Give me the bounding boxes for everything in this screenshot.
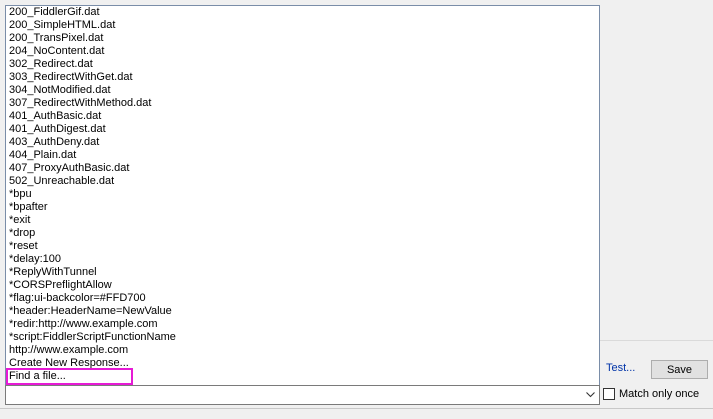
match-only-once-label: Match only once	[619, 388, 700, 400]
dropdown-option[interactable]: *header:HeaderName=NewValue	[9, 305, 172, 317]
dropdown-option[interactable]: *script:FiddlerScriptFunctionName	[9, 331, 176, 343]
dropdown-option[interactable]: 307_RedirectWithMethod.dat	[9, 97, 152, 109]
dropdown-option[interactable]: *delay:100	[9, 253, 61, 265]
match-only-once-checkbox[interactable]	[603, 388, 615, 400]
dropdown-option[interactable]: 200_FiddlerGif.dat	[9, 6, 100, 18]
dropdown-option[interactable]: 200_SimpleHTML.dat	[9, 19, 116, 31]
dropdown-option[interactable]: 204_NoContent.dat	[9, 45, 105, 57]
dropdown-option[interactable]: 407_ProxyAuthBasic.dat	[9, 162, 130, 174]
dropdown-option[interactable]: *exit	[9, 214, 31, 226]
save-button[interactable]: Save	[651, 360, 708, 379]
dropdown-option[interactable]: *flag:ui-backcolor=#FFD700	[9, 292, 146, 304]
dropdown-option[interactable]: 403_AuthDeny.dat	[9, 136, 100, 148]
dropdown-option[interactable]: Create New Response...	[9, 357, 129, 369]
dropdown-option[interactable]: *CORSPreflightAllow	[9, 279, 112, 291]
dropdown-option[interactable]: *reset	[9, 240, 38, 252]
dropdown-option[interactable]: 304_NotModified.dat	[9, 84, 111, 96]
dropdown-option[interactable]: *bpafter	[9, 201, 48, 213]
dropdown-option[interactable]: http://www.example.com	[9, 344, 129, 356]
test-link[interactable]: Test...	[606, 362, 636, 374]
response-combo-box[interactable]	[5, 385, 600, 405]
chevron-down-icon[interactable]	[582, 386, 599, 404]
dropdown-option[interactable]: *ReplyWithTunnel	[9, 266, 97, 278]
find-a-file-option[interactable]: Find a file...	[6, 368, 133, 385]
dropdown-option[interactable]: 404_Plain.dat	[9, 149, 77, 161]
dropdown-option[interactable]: 401_AuthDigest.dat	[9, 123, 106, 135]
panel-divider	[600, 340, 713, 341]
dropdown-option[interactable]: *redir:http://www.example.com	[9, 318, 158, 330]
dropdown-option[interactable]: 401_AuthBasic.dat	[9, 110, 102, 122]
dropdown-option[interactable]: *bpu	[9, 188, 32, 200]
dropdown-option[interactable]: 302_Redirect.dat	[9, 58, 93, 70]
match-only-once-option[interactable]: Match only once	[603, 388, 699, 400]
dropdown-option[interactable]: 303_RedirectWithGet.dat	[9, 71, 133, 83]
bottom-divider	[0, 408, 713, 409]
dropdown-option[interactable]: 502_Unreachable.dat	[9, 175, 115, 187]
dropdown-option[interactable]: 200_TransPixel.dat	[9, 32, 104, 44]
dropdown-option[interactable]: *drop	[9, 227, 36, 239]
